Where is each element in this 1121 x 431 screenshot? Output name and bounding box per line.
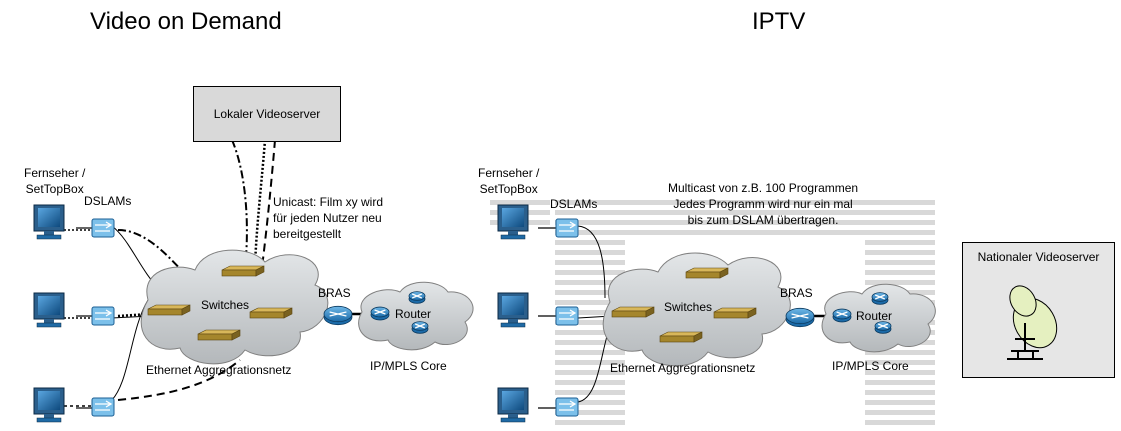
router-icon: [323, 305, 353, 326]
vod-aggregation-cloud: [140, 249, 329, 365]
tv-monitor-icon: [33, 292, 65, 328]
router-icon: [832, 308, 852, 323]
vod-aggregation-label: Ethernet Aggregrationsnetz: [146, 363, 292, 377]
iptv-core-cloud: [821, 283, 936, 353]
switch-icon: [147, 304, 191, 316]
vod-bras-label: BRAS: [318, 286, 351, 300]
iptv-switches-label: Switches: [664, 300, 713, 314]
vod-tv-label: Fernseher / SetTopBox: [24, 166, 86, 196]
iptv-dslam-label: DSLAMs: [550, 197, 598, 211]
national-videoserver-box: Nationaler Videoserver: [962, 242, 1115, 378]
router-icon: [370, 306, 390, 321]
dslam-icon: [91, 218, 115, 238]
iptv-bras-label: BRAS: [780, 286, 813, 300]
iptv-aggregation-label: Ethernet Aggregrationsnetz: [610, 361, 756, 375]
switch-icon: [685, 267, 729, 279]
switch-icon: [197, 329, 241, 341]
switch-icon: [221, 265, 265, 277]
tv-monitor-icon: [497, 292, 529, 328]
iptv-tv-label: Fernseher / SetTopBox: [478, 166, 540, 196]
iptv-router-label: Router: [856, 309, 893, 323]
router-icon: [874, 321, 892, 334]
vod-dslam-label: DSLAMs: [84, 194, 132, 208]
tv-monitor-icon: [497, 204, 529, 240]
router-icon: [411, 321, 429, 334]
vod-core-cloud: [358, 281, 474, 351]
switch-icon: [249, 307, 293, 319]
tv-monitor-icon: [33, 204, 65, 240]
national-videoserver-label: Nationaler Videoserver: [977, 250, 1100, 264]
iptv-title: IPTV: [752, 8, 806, 35]
tv-monitor-icon: [33, 387, 65, 423]
tv-monitor-icon: [497, 387, 529, 423]
iptv-multicast-note: Multicast von z.B. 100 Programmen Jedes …: [668, 181, 859, 227]
router-icon: [408, 291, 426, 304]
router-icon: [871, 292, 889, 305]
switch-icon: [659, 331, 703, 343]
vod-core-label: IP/MPLS Core: [370, 359, 447, 373]
iptv-aggregation-cloud: [602, 252, 791, 367]
dslam-icon: [555, 306, 579, 326]
dslam-icon: [91, 306, 115, 326]
vod-unicast-note: Unicast: Film xy wird für jeden Nutzer n…: [273, 195, 384, 241]
satellite-dish-icon: [1007, 285, 1058, 360]
dslam-icon: [91, 397, 115, 417]
iptv-core-label: IP/MPLS Core: [832, 359, 909, 373]
local-videoserver-box: Lokaler Videoserver: [193, 86, 341, 142]
dslam-icon: [555, 218, 579, 238]
vod-title: Video on Demand: [90, 8, 282, 35]
switch-icon: [611, 306, 655, 318]
local-videoserver-label: Lokaler Videoserver: [213, 107, 321, 121]
router-icon: [785, 307, 815, 328]
dslam-icon: [555, 397, 579, 417]
vod-router-label: Router: [395, 307, 432, 321]
vod-switches-label: Switches: [201, 298, 250, 312]
switch-icon: [713, 307, 757, 319]
